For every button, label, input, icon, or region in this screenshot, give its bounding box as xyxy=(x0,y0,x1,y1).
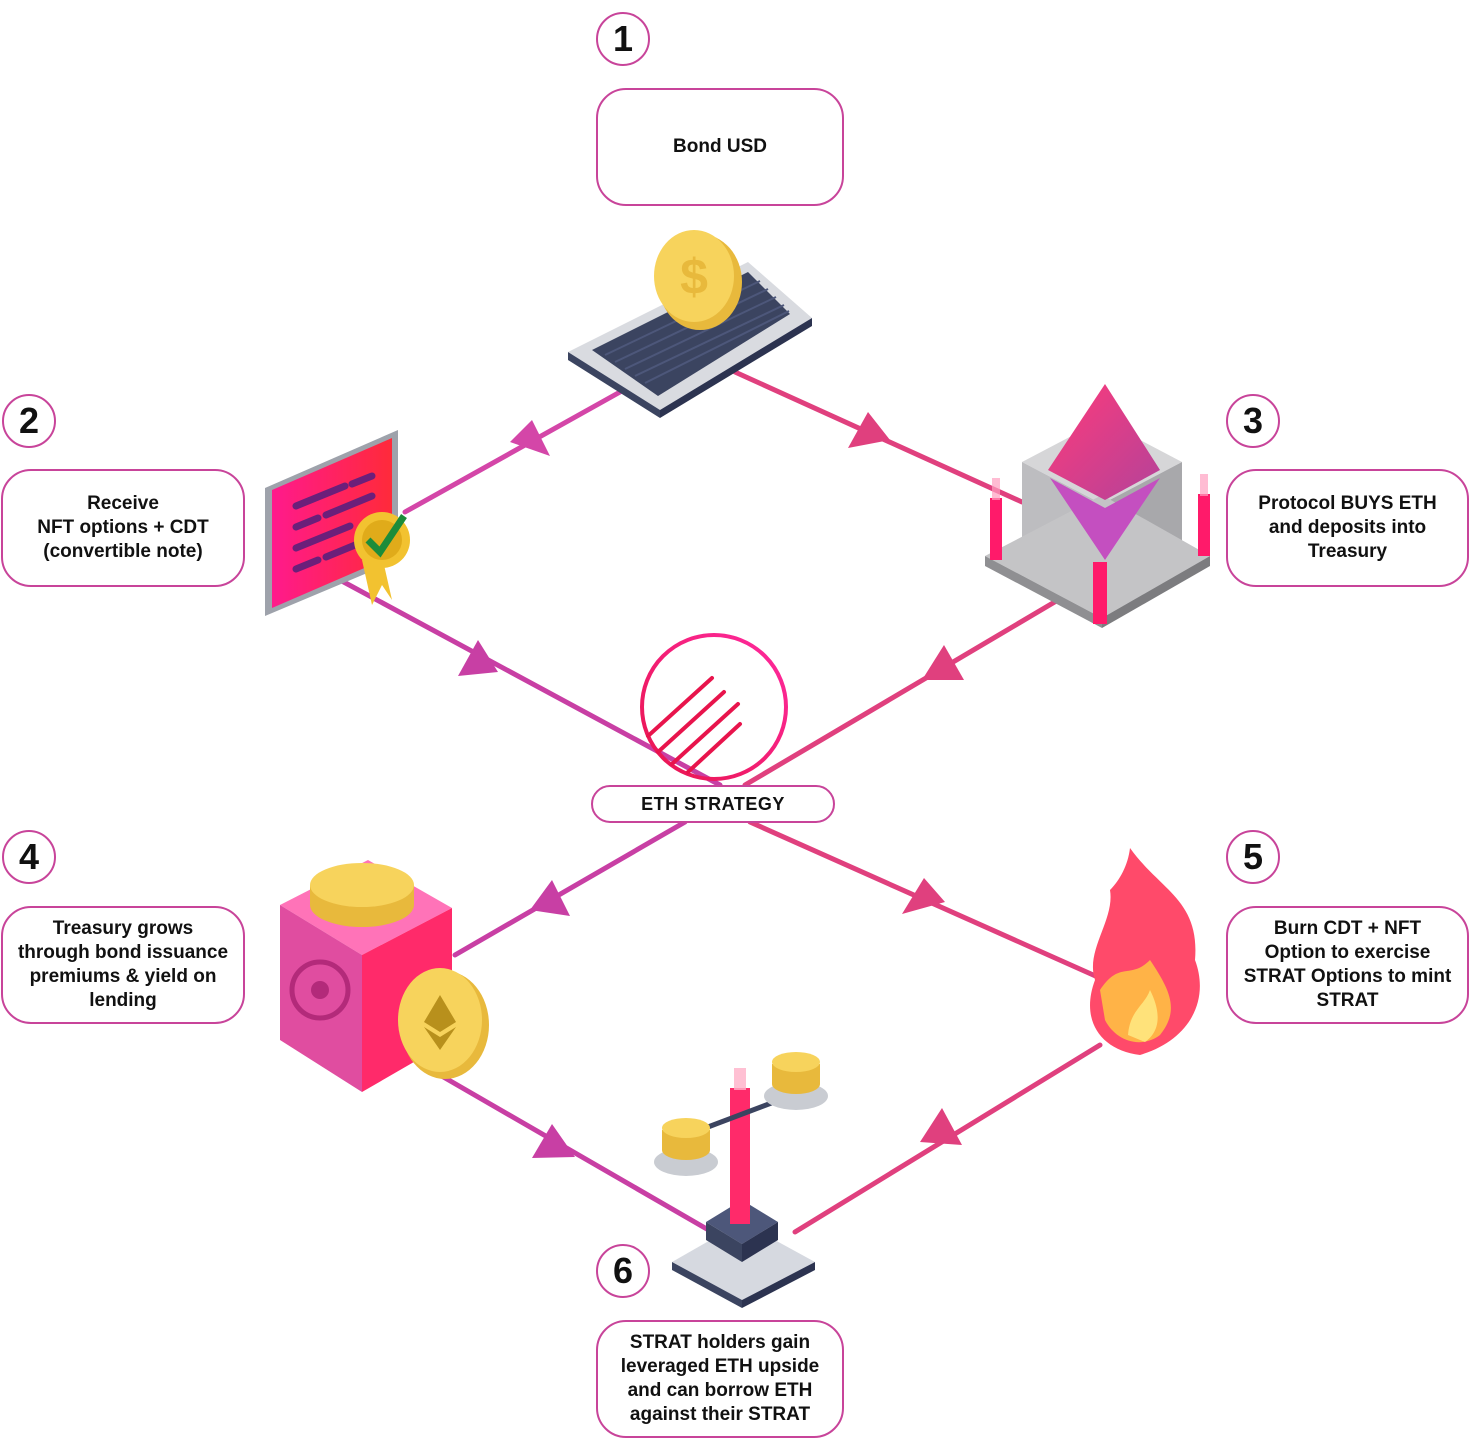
step-1-number: 1 xyxy=(596,12,650,66)
svg-text:$: $ xyxy=(680,249,708,305)
arrow-1-to-3 xyxy=(848,412,890,448)
step-2-box: Receive NFT options + CDT (convertible n… xyxy=(1,469,245,587)
step-6-number: 6 xyxy=(596,1244,650,1298)
step-5-box: Burn CDT + NFT Option to exercise STRAT … xyxy=(1226,906,1469,1024)
arrow-center-to-4 xyxy=(530,880,570,916)
line-4-to-6 xyxy=(437,1072,715,1235)
step-2-number: 2 xyxy=(2,394,56,448)
step-4-number: 4 xyxy=(2,830,56,884)
arrow-center-to-5 xyxy=(902,878,945,914)
arrow-5-to-6 xyxy=(920,1108,962,1145)
eth-strategy-label: ETH STRATEGY xyxy=(591,785,835,823)
step-1-box: Bond USD xyxy=(596,88,844,206)
arrowheads xyxy=(458,412,964,1158)
step-3-number: 3 xyxy=(1226,394,1280,448)
arrow-3-to-center xyxy=(922,645,964,680)
fire-icon xyxy=(1090,848,1200,1055)
arrow-4-to-6 xyxy=(532,1124,575,1158)
step-5-number: 5 xyxy=(1226,830,1280,884)
line-2-to-center xyxy=(337,577,723,788)
certificate-icon xyxy=(265,430,410,616)
eth-treasury-icon xyxy=(985,384,1210,628)
line-center-to-4 xyxy=(452,819,688,958)
bond-tablet-icon: $ xyxy=(568,230,812,418)
arrow-1-to-2 xyxy=(510,420,550,456)
arrow-2-to-center xyxy=(458,640,498,676)
eth-strategy-logo-icon xyxy=(640,633,788,781)
step-6-box: STRAT holders gain leveraged ETH upside … xyxy=(596,1320,844,1438)
line-3-to-center xyxy=(742,597,1061,788)
step-4-box: Treasury grows through bond issuance pre… xyxy=(1,906,245,1024)
step-3-box: Protocol BUYS ETH and deposits into Trea… xyxy=(1226,469,1469,587)
safe-icon xyxy=(280,860,489,1092)
scale-icon xyxy=(654,1052,828,1308)
line-1-to-2 xyxy=(402,389,623,515)
